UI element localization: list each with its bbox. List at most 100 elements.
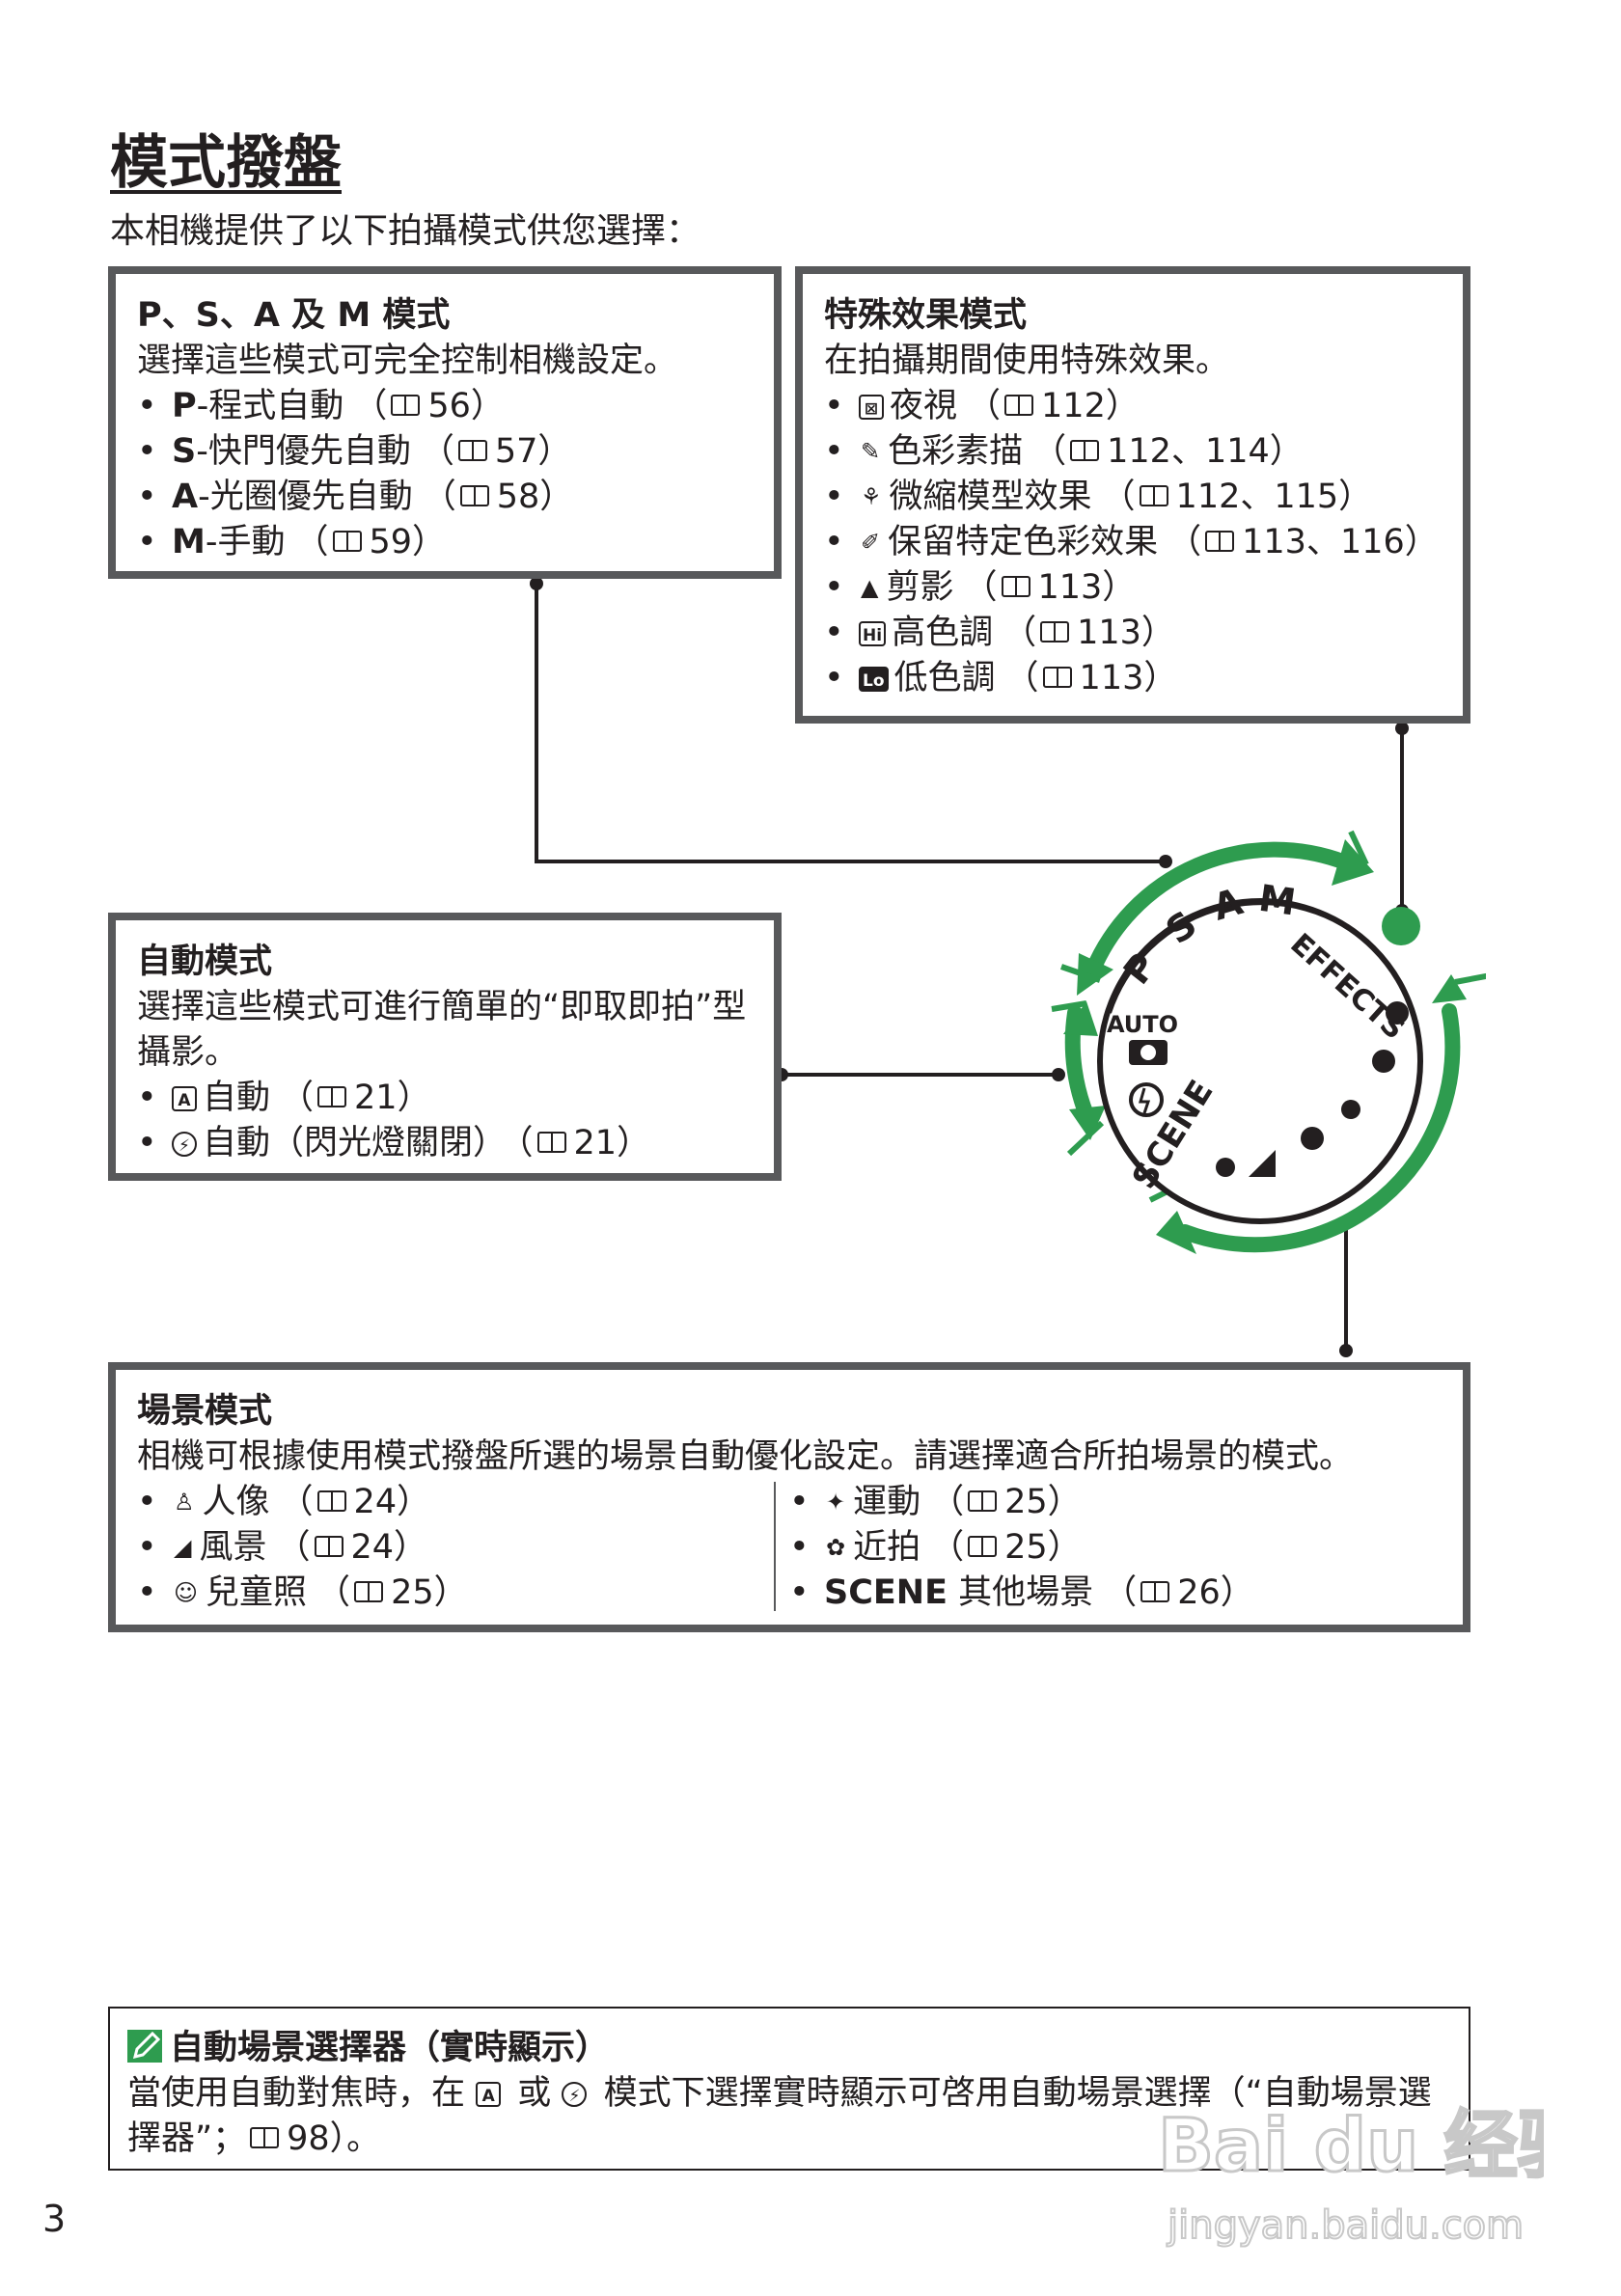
list-item: ▲剪影（113） xyxy=(824,565,1442,611)
sports-icon xyxy=(1341,1100,1360,1119)
connector-dot xyxy=(1395,722,1409,735)
landscape-icon: ◢ xyxy=(174,1534,192,1561)
mode-dial-illustration: P S A M AUTO SCENE EFFECTS xyxy=(1051,830,1486,1254)
low-key-icon: Lo xyxy=(859,667,889,692)
page-reference-icon xyxy=(332,531,362,552)
tip-text: 當使用自動對焦時，在 A 或 ⚡ 模式下選擇實時顯示可啓用自動場景選擇（“自動場… xyxy=(127,2074,1432,2158)
page-reference-icon xyxy=(250,2127,280,2148)
page-reference-icon xyxy=(459,485,489,506)
auto-camera-icon: A xyxy=(476,2082,502,2107)
page-number: 3 xyxy=(42,2198,67,2240)
list-item: ⚡自動（閃光燈關閉）（21） xyxy=(137,1121,753,1166)
scene-heading: 場景模式 xyxy=(137,1392,273,1431)
arrow-head xyxy=(1069,1106,1106,1140)
dial-face xyxy=(1097,898,1423,1224)
scene-list-right: ✦運動（25） ✿近拍（25） SCENE 其他場景（26） xyxy=(789,1480,1254,1616)
page-intro: 本相機提供了以下拍攝模式供您選擇： xyxy=(110,211,701,251)
portrait-icon: ♙ xyxy=(174,1489,195,1516)
page-reference-icon xyxy=(317,1086,347,1107)
list-item: ⊠夜視（112） xyxy=(824,384,1442,429)
auto-list: A自動（21） ⚡自動（閃光燈關閉）（21） xyxy=(137,1076,753,1166)
child-icon: ☺ xyxy=(174,1579,199,1606)
list-item: P-程式自動（56） xyxy=(137,384,753,429)
page-reference-icon xyxy=(1070,440,1100,461)
tip-box: 自動場景選擇器（實時顯示） 當使用自動對焦時，在 A 或 ⚡ 模式下選擇實時顯示… xyxy=(108,2007,1470,2171)
dial-label-m: M xyxy=(1256,877,1299,924)
high-key-icon: Hi xyxy=(859,621,887,646)
auto-mode-box: 自動模式 選擇這些模式可進行簡單的“即取即拍”型攝影。 A自動（21） ⚡自動（… xyxy=(108,913,782,1181)
page-reference-icon xyxy=(316,1490,346,1512)
scene-description: 相機可根據使用模式撥盤所選的場景自動優化設定。請選擇適合所拍場景的模式。 xyxy=(137,1437,1354,1476)
list-item: ◢風景（24） xyxy=(137,1525,468,1571)
list-item: ✿近拍（25） xyxy=(789,1525,1254,1571)
auto-heading: 自動模式 xyxy=(137,943,273,981)
psam-divider-arc xyxy=(1108,901,1382,1014)
page-reference-icon xyxy=(1140,1581,1170,1602)
color-sketch-icon xyxy=(1386,1001,1409,1025)
psam-list: P-程式自動（56） S-快門優先自動（57） A-光圈優先自動（58） M-手… xyxy=(137,384,753,565)
landscape-icon xyxy=(1249,1150,1276,1177)
connector-dot xyxy=(530,577,543,590)
page-reference-icon xyxy=(1004,395,1034,416)
effects-list: ⊠夜視（112） ✎色彩素描（112、114） ⚘微縮模型效果（112、115）… xyxy=(824,384,1442,701)
selective-color-icon: ✐ xyxy=(861,529,881,556)
sports-icon: ✦ xyxy=(826,1489,846,1516)
arrow-head xyxy=(1332,839,1374,886)
arrow-head xyxy=(1432,974,1467,1003)
list-item: ✎色彩素描（112、114） xyxy=(824,429,1442,475)
auto-description: 選擇這些模式可進行簡單的“即取即拍”型攝影。 xyxy=(137,988,747,1072)
list-item: ♙人像（24） xyxy=(137,1480,468,1525)
dial-label-auto: AUTO xyxy=(1107,1011,1178,1038)
watermark-url: jingyan.baidu.com xyxy=(1167,2203,1524,2248)
close-up-icon: ✿ xyxy=(826,1534,846,1561)
list-item: ⚘微縮模型效果（112、115） xyxy=(824,475,1442,520)
scene-icon: SCENE xyxy=(824,1573,948,1612)
effects-mode-box: 特殊效果模式 在拍攝期間使用特殊效果。 ⊠夜視（112） ✎色彩素描（112、1… xyxy=(795,266,1470,724)
list-item: ✦運動（25） xyxy=(789,1480,1254,1525)
scene-list-left: ♙人像（24） ◢風景（24） ☺兒童照（25） xyxy=(137,1480,468,1616)
portrait-icon xyxy=(1216,1158,1235,1177)
tip-title: 自動場景選擇器（實時顯示） xyxy=(127,2026,1451,2071)
baidu-watermark: Bai du 经验 jingyan.baidu.com xyxy=(1158,2101,1544,2250)
color-sketch-icon: ✎ xyxy=(861,438,881,465)
page-reference-icon xyxy=(1042,667,1072,688)
list-item: M-手動（59） xyxy=(137,520,753,565)
miniature-effect-icon: ⚘ xyxy=(861,483,882,510)
page-reference-icon xyxy=(1139,485,1168,506)
silhouette-icon: ▲ xyxy=(861,574,879,601)
close-up-icon xyxy=(1301,1127,1324,1150)
arrow-head xyxy=(1156,1211,1196,1254)
page-reference-icon xyxy=(1001,576,1030,597)
flash-off-icon: ⚡ xyxy=(562,2082,588,2107)
night-vision-icon: ⊠ xyxy=(859,395,884,420)
psam-arrow-arc xyxy=(1085,841,1353,979)
psam-description: 選擇這些模式可完全控制相機設定。 xyxy=(137,342,678,380)
list-item: S-快門優先自動（57） xyxy=(137,429,753,475)
auto-camera-icon: A xyxy=(172,1086,197,1111)
page-reference-icon xyxy=(457,440,487,461)
pencil-note-icon xyxy=(127,2030,162,2063)
page-reference-icon xyxy=(1205,531,1235,552)
page-reference-icon xyxy=(536,1132,566,1153)
page-reference-icon xyxy=(1040,621,1070,642)
effects-description: 在拍攝期間使用特殊效果。 xyxy=(824,342,1230,380)
connector-dot xyxy=(1339,1344,1353,1357)
list-item: ✐保留特定色彩效果（113、116） xyxy=(824,520,1442,565)
page-reference-icon xyxy=(314,1536,343,1557)
flash-off-icon xyxy=(1129,1082,1164,1117)
page-title: 模式撥盤 xyxy=(110,129,342,197)
page-reference-icon xyxy=(968,1490,998,1512)
arrow-heads xyxy=(1063,839,1467,1254)
list-item: ☺兒童照（25） xyxy=(137,1571,468,1616)
scene-mode-box: 場景模式 相機可根據使用模式撥盤所選的場景自動優化設定。請選擇適合所拍場景的模式… xyxy=(108,1362,1470,1632)
page-reference-icon xyxy=(391,395,421,416)
flash-off-icon: ⚡ xyxy=(172,1132,197,1157)
psam-mode-box: P、S、A 及 M 模式 選擇這些模式可完全控制相機設定。 P-程式自動（56）… xyxy=(108,266,782,579)
watermark-logo: Bai du 经验 xyxy=(1158,2102,1544,2188)
effects-heading: 特殊效果模式 xyxy=(824,296,1028,335)
page-reference-icon xyxy=(968,1536,998,1557)
page-reference-icon xyxy=(354,1581,384,1602)
arrow-head xyxy=(1063,1001,1098,1036)
